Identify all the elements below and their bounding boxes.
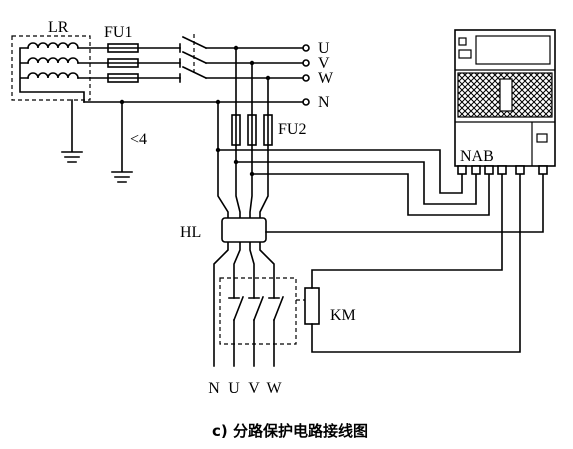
output-label-w: W [266, 380, 282, 397]
km-coil-wire-bottom [311, 173, 521, 353]
nab-label: NAB [460, 148, 494, 165]
junction-dots [215, 45, 271, 177]
hl-signal-wire [265, 173, 544, 233]
nab-supply-wire-2 [235, 161, 477, 205]
transformer-lr [11, 35, 91, 103]
nab-supply-wire-1 [217, 149, 463, 194]
terminal-w [302, 74, 310, 82]
ground-enclosure [61, 99, 83, 163]
coil-v [27, 57, 79, 64]
nab-protector [454, 29, 556, 175]
main-switch [179, 34, 208, 83]
star-point-bus [19, 47, 85, 103]
coil-u [27, 42, 79, 49]
terminal-n [302, 98, 310, 106]
fuse-fu1 [107, 43, 139, 83]
figure-caption: c) 分路保护电路接线图 [212, 422, 368, 440]
fuse1-label: FU1 [104, 24, 132, 41]
terminal-label-v: V [318, 55, 330, 72]
fuse-fu2 [231, 114, 273, 146]
phase-lines-in [77, 47, 181, 79]
terminal-u [302, 44, 310, 52]
transformer-enclosure [11, 35, 91, 101]
ground-resistance-label: <4 [130, 131, 147, 148]
terminal-v [302, 59, 310, 67]
phase-lines-out [205, 47, 304, 79]
nab-test-button [499, 78, 513, 112]
transformer-label: LR [48, 19, 69, 36]
hl-label: HL [180, 224, 201, 241]
terminal-label-w: W [318, 70, 334, 87]
km-label: KM [330, 307, 356, 324]
output-label-u: U [228, 380, 240, 397]
ground-neutral [111, 99, 133, 183]
output-label-v: V [248, 380, 260, 397]
output-label-n: N [208, 380, 220, 397]
hl-current-transformer [221, 217, 267, 243]
km-main-contacts [219, 277, 305, 345]
fuse2-label: FU2 [278, 121, 306, 138]
terminal-label-u: U [318, 40, 330, 57]
coil-w [27, 72, 79, 79]
terminals [302, 44, 310, 106]
km-coil-wire-top [311, 173, 503, 289]
nab-supply-wire-3 [251, 173, 490, 216]
km-coil [304, 287, 320, 325]
terminal-label-n: N [318, 94, 330, 111]
